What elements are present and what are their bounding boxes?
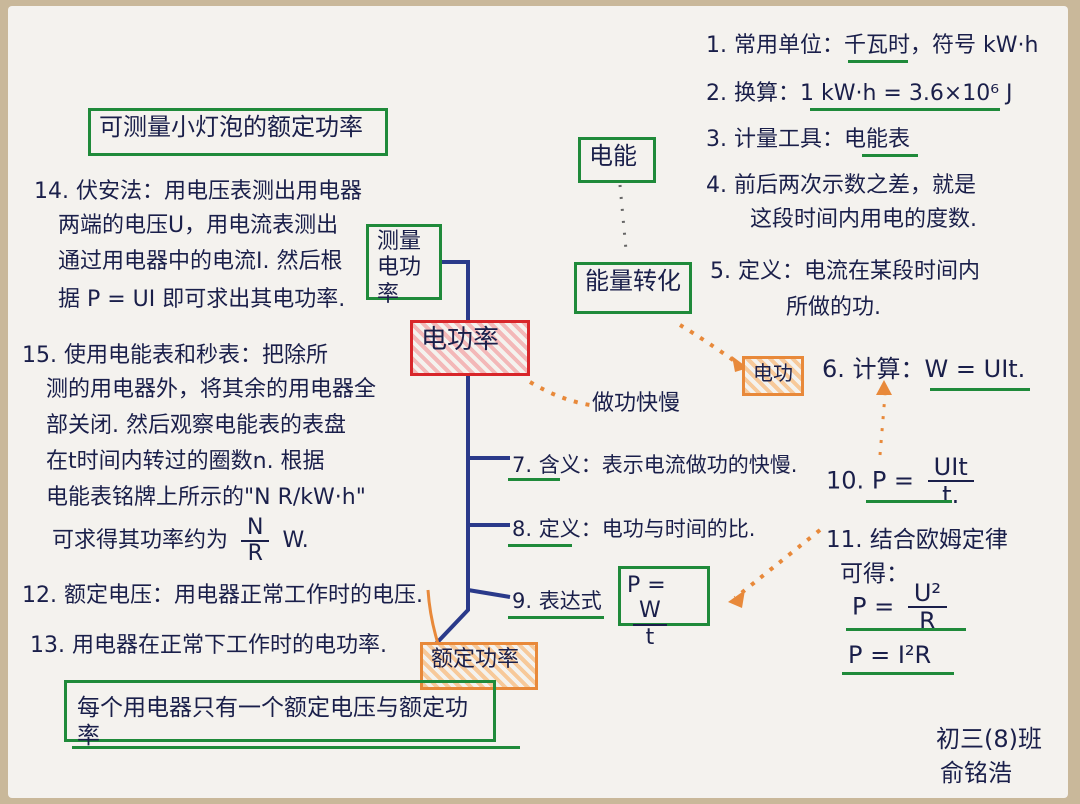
center-box: 电功率: [410, 320, 530, 376]
item-5a: 5. 定义：电流在某段时间内: [710, 259, 980, 284]
underline-11a: [846, 628, 966, 631]
speed-label: 做功快慢: [592, 391, 681, 416]
energy-label: 电能: [589, 142, 637, 170]
item-15c: 部关闭. 然后观察电能表的表盘: [46, 413, 346, 438]
bottom-note: 每个用电器只有一个额定电压与额定功率: [77, 695, 468, 749]
item-10-lhs: P =: [871, 466, 915, 495]
item-11-num: U²: [907, 580, 948, 609]
item-11-lhs: P =: [852, 592, 895, 621]
item-11b: 可得：: [840, 561, 909, 587]
item-15f-text: 可求得其功率约为: [52, 528, 229, 554]
signature-name: 俞铭浩: [940, 759, 1012, 787]
measure-box: 测量电功率: [366, 224, 442, 307]
work-label: 电功: [753, 361, 793, 385]
item-11a: 11. 结合欧姆定律: [826, 527, 1008, 553]
item-4a: 4. 前后两次示数之差，就是: [706, 173, 976, 198]
item-7: 7. 含义：表示电流做功的快慢.: [512, 453, 798, 477]
item-2: 2. 换算：1 kW·h = 3.6×10⁶ J: [706, 81, 1013, 106]
item-13: 13. 用电器在正常下工作时的电功率.: [30, 633, 387, 658]
item-3: 3. 计量工具：电能表: [706, 127, 910, 152]
item-8: 8. 定义：电功与时间的比.: [512, 517, 756, 541]
underline-3: [862, 154, 918, 157]
underline-6: [930, 388, 1030, 391]
item-15a: 15. 使用电能表和秒表：把除所: [22, 343, 328, 368]
item-15b: 测的用电器外，将其余的用电器全: [46, 377, 377, 402]
top-title-box: 可测量小灯泡的额定功率: [88, 108, 388, 156]
underline-9: [508, 616, 604, 619]
item-6: 6. 计算：W = UIt.: [822, 355, 1026, 383]
work-box: 电功: [742, 356, 804, 396]
item-14c: 通过用电器中的电流I. 然后根: [58, 249, 343, 274]
item-14b: 两端的电压U，用电流表测出: [58, 213, 339, 238]
rated-label: 额定功率: [431, 647, 520, 672]
item-15d: 在t时间内转过的圈数n. 根据: [46, 449, 325, 474]
measure-label: 测量电功率: [377, 229, 422, 307]
underline-1: [848, 60, 908, 63]
item-5b: 所做的功.: [786, 295, 881, 320]
conversion-box: 能量转化: [574, 262, 692, 314]
item-4b: 这段时间内用电的度数.: [750, 207, 977, 232]
signature-class: 初三(8)班: [936, 725, 1042, 753]
item-10-label: 10.: [826, 466, 865, 495]
underline-8: [508, 544, 572, 547]
item-10-num: UIt: [927, 454, 974, 483]
center-label: 电功率: [421, 325, 500, 355]
top-title: 可测量小灯泡的额定功率: [99, 113, 363, 141]
bottom-underline: [72, 746, 520, 749]
item-9-den: t: [645, 624, 655, 650]
item-15-num: N: [241, 515, 270, 543]
item-15e: 电能表铭牌上所示的"N R/kW·h": [46, 485, 366, 510]
underline-2: [810, 108, 1000, 111]
item-11-formula2: P = I²R: [848, 641, 932, 669]
item-9: 9. 表达式: [512, 589, 602, 613]
item-1: 1. 常用单位：千瓦时，符号 kW·h: [706, 33, 1039, 58]
underline-7: [508, 478, 560, 481]
conversion-label: 能量转化: [585, 267, 681, 295]
item-9-lhs: P =: [627, 573, 666, 598]
item-12: 12. 额定电压：用电器正常工作时的电压.: [22, 583, 423, 608]
energy-box: 电能: [578, 137, 656, 183]
item-10-den: t.: [942, 481, 960, 510]
paper-sheet: [8, 6, 1068, 798]
bottom-note-box: 每个用电器只有一个额定电压与额定功率: [64, 680, 496, 749]
item-14d: 据 P = UI 即可求出其电功率.: [58, 287, 346, 312]
underline-11b: [842, 672, 954, 675]
underline-10: [866, 500, 952, 503]
item-15-unit: W.: [282, 528, 309, 554]
item-9-num: W: [633, 599, 667, 626]
item-15-den: R: [247, 541, 263, 567]
item-14a: 14. 伏安法：用电压表测出用电器: [34, 179, 362, 204]
